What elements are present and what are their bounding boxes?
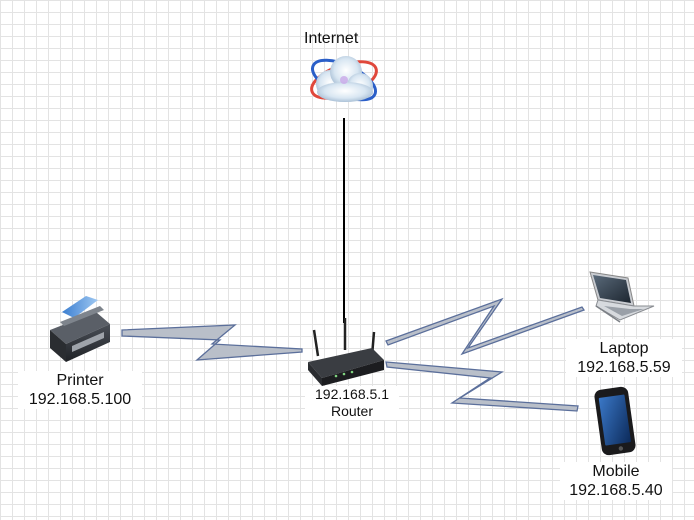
router-name: Router [330,402,374,419]
printer-name: Printer [56,372,104,389]
mobile-label: Mobile 192.168.5.40 [560,462,672,501]
printer-label: Printer 192.168.5.100 [18,371,142,410]
mobile-phone-icon [594,386,636,456]
laptop-name: Laptop [599,340,649,357]
internet-label: Internet [304,30,359,47]
mobile-name: Mobile [592,463,640,480]
laptop-label: Laptop 192.168.5.59 [566,339,682,378]
printer-icon [50,296,110,362]
printer-ip: 192.168.5.100 [28,391,132,409]
wireless-link-router-laptop [385,297,586,356]
wireless-link-router-mobile [385,361,579,412]
mobile-ip: 192.168.5.40 [569,482,663,500]
router-label: 192.168.5.1 Router [305,386,399,420]
laptop-icon [589,271,655,323]
cloud-internet-icon [310,56,378,102]
wireless-link-printer-router [121,324,303,361]
router-icon [308,318,384,386]
laptop-ip: 192.168.5.59 [577,359,671,377]
router-ip: 192.168.5.1 [315,386,389,402]
